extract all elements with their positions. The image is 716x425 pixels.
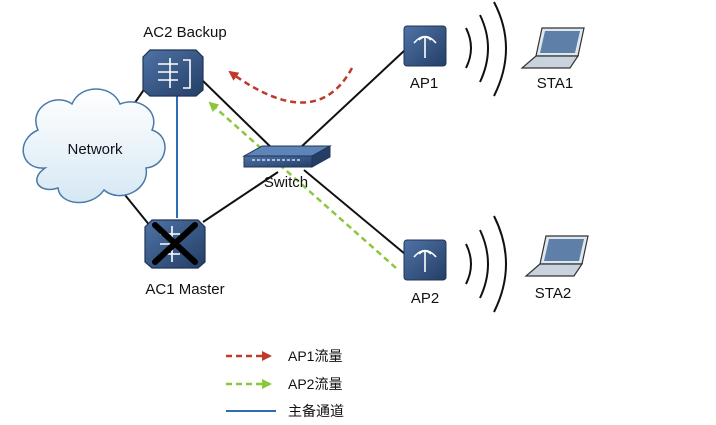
ap1-traffic-arrow	[228, 67, 354, 104]
legend: AP1流量 AP2流量 主备通道	[226, 348, 344, 419]
x-mark-icon	[152, 222, 198, 265]
legend-ap2-traffic-label: AP2流量	[288, 376, 342, 392]
sta1-label: STA1	[537, 75, 573, 92]
link-ac1-switch	[202, 171, 279, 223]
network-label: Network	[67, 141, 123, 158]
link-ac2-switch	[201, 79, 283, 159]
ap2-node: AP2	[403, 215, 507, 313]
switch-icon	[242, 145, 332, 168]
access-controller-icon	[142, 49, 204, 97]
ap2-traffic-arrow	[208, 101, 397, 269]
ac1-master-node: AC1 Master	[144, 219, 225, 298]
switch-label: Switch	[264, 174, 308, 191]
ap1-node: AP1	[403, 1, 507, 97]
legend-ap1-traffic: AP1流量	[226, 348, 342, 364]
access-point-icon	[403, 239, 447, 281]
wireless-signal-icon	[465, 215, 507, 313]
laptop-icon	[524, 235, 589, 277]
access-point-icon	[403, 25, 447, 67]
ap1-label: AP1	[410, 75, 438, 92]
ac1-label: AC1 Master	[145, 281, 224, 298]
sta2-label: STA2	[535, 285, 571, 302]
ac2-label: AC2 Backup	[143, 24, 226, 41]
legend-ap1-traffic-label: AP1流量	[288, 348, 342, 364]
legend-ap2-traffic: AP2流量	[226, 376, 342, 392]
switch-node: Switch	[242, 145, 332, 191]
links	[124, 49, 406, 255]
laptop-icon	[520, 27, 585, 69]
link-switch-ap2	[303, 169, 406, 255]
sta2-node: STA2	[524, 235, 589, 302]
ap2-label: AP2	[411, 290, 439, 307]
network-cloud: Network	[22, 88, 166, 204]
ac2-backup-node: AC2 Backup	[142, 24, 227, 97]
sta1-node: STA1	[520, 27, 585, 92]
wireless-signal-icon	[465, 1, 507, 97]
legend-primary-backup-link: 主备通道	[226, 403, 344, 419]
link-switch-ap1	[299, 49, 406, 149]
cloud-icon	[22, 88, 166, 204]
legend-primary-backup-link-label: 主备通道	[288, 403, 344, 419]
